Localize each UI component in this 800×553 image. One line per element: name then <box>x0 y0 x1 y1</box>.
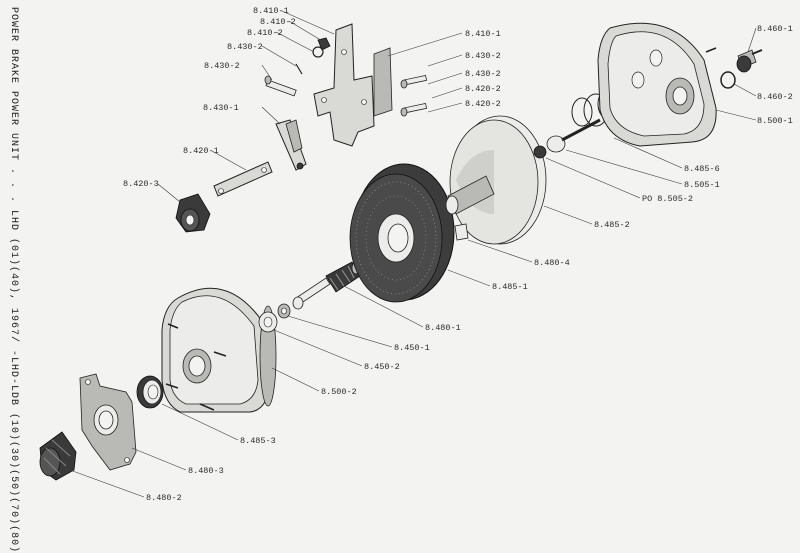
clevis-pin-part <box>264 63 303 97</box>
nut-washer-part <box>312 37 331 58</box>
exploded-parts-diagram: 8.410-1 8.410-2 8.410-2 8.430-2 8.430-2 … <box>39 6 793 503</box>
seal-8485-3-part <box>136 375 164 409</box>
mounting-bracket-part <box>313 23 393 147</box>
label-8410-1-a: 8.410-1 <box>253 6 289 16</box>
bracket-bolts-part <box>400 74 428 117</box>
label-8480-3: 8.480-3 <box>188 466 224 476</box>
label-8450-1: 8.450-1 <box>394 343 430 353</box>
push-rod-valve-part <box>292 261 361 310</box>
piston-diaphragm-part <box>445 115 547 245</box>
grommet-8460-2-part <box>720 71 736 89</box>
label-8410-1-b: 8.410-1 <box>465 29 501 39</box>
callout-labels: 8.410-1 8.410-2 8.410-2 8.430-2 8.430-2 … <box>123 6 793 503</box>
rubber-boot-part <box>175 193 211 233</box>
check-valve-part <box>736 49 763 73</box>
label-8420-2-b: 8.420-2 <box>465 99 501 109</box>
label-8450-2: 8.450-2 <box>364 362 400 372</box>
label-8485-6: 8.485-6 <box>684 164 720 174</box>
leader-lines <box>69 10 757 498</box>
label-8430-2-c: 8.430-2 <box>465 51 501 61</box>
label-8485-1: 8.485-1 <box>492 282 528 292</box>
label-8485-2: 8.485-2 <box>594 220 630 230</box>
label-8485-3: 8.485-3 <box>240 436 276 446</box>
rear-shell-part <box>597 22 717 147</box>
label-8505-1: 8.505-1 <box>684 180 720 190</box>
label-8420-3: 8.420-3 <box>123 179 159 189</box>
label-8410-2-b: 8.410-2 <box>247 28 283 38</box>
label-8500-2: 8.500-2 <box>321 387 357 397</box>
front-shell-part <box>161 287 277 413</box>
washer-8450-1-part <box>277 303 291 319</box>
label-8480-2: 8.480-2 <box>146 493 182 503</box>
label-8460-1: 8.460-1 <box>757 24 793 34</box>
label-8480-1: 8.480-1 <box>425 323 461 333</box>
dust-boot-part <box>39 431 77 481</box>
label-8410-2-a: 8.410-2 <box>260 17 296 27</box>
label-8480-4: 8.480-4 <box>534 258 570 268</box>
label-8420-2-a: 8.420-2 <box>465 84 501 94</box>
diaphragm-plate-part <box>349 163 455 303</box>
label-8500-1: 8.500-1 <box>757 116 793 126</box>
label-8460-2: 8.460-2 <box>757 92 793 102</box>
diagram-page: POWER BRAKE POWER UNIT . . . LHD (01)(40… <box>8 6 793 553</box>
label-8430-2-d: 8.430-2 <box>465 69 501 79</box>
clevis-part <box>275 119 307 171</box>
link-arm-part <box>213 161 273 197</box>
label-8430-1: 8.430-1 <box>203 103 239 113</box>
label-8420-1: 8.420-1 <box>183 146 219 156</box>
washer-8450-2-part <box>258 311 278 333</box>
label-8430-2-a: 8.430-2 <box>227 42 263 52</box>
label-8505-2: PO 8.505-2 <box>642 194 693 204</box>
label-8430-2-b: 8.430-2 <box>204 61 240 71</box>
mounting-plate-part <box>79 373 137 471</box>
